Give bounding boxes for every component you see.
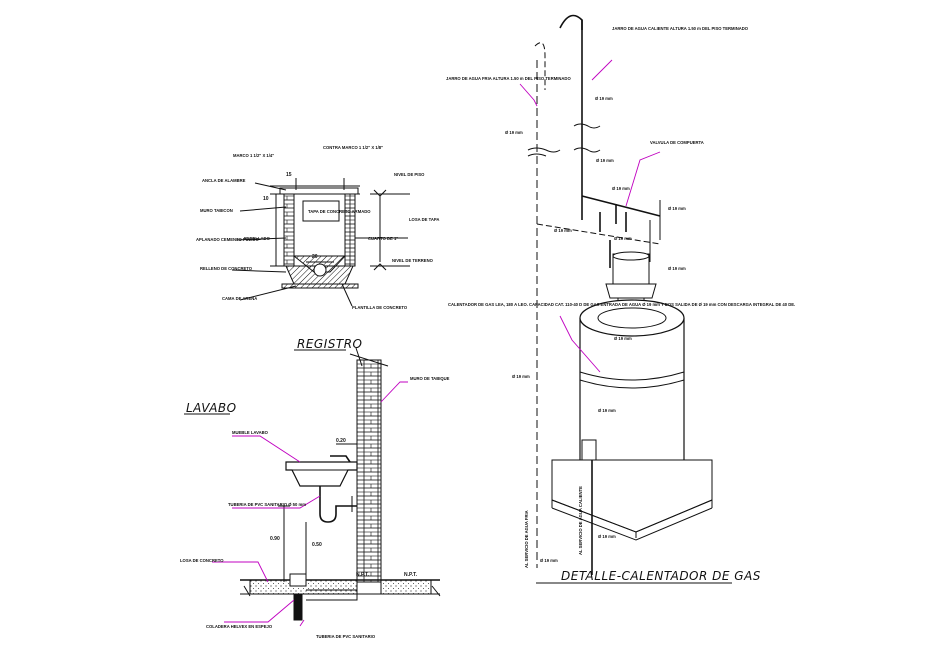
lavabo-dim-090: 0.90 [270, 536, 280, 542]
registro-pipe [313, 263, 327, 277]
d19-10: Ø 19 mm [512, 374, 530, 379]
registro-lid [279, 187, 359, 195]
lavabo-basin [285, 461, 358, 487]
registro-label-tapa: TAPA DE CONCRETO ARMADO [308, 209, 371, 214]
registro-label-aplanado: APLANADO CEMENTO PULIDO [196, 237, 259, 242]
d19-1: Ø 19 mm [595, 96, 613, 101]
registro-tapa-inner [302, 200, 340, 222]
d19-7: Ø 19 mm [614, 236, 632, 241]
d19-8: Ø 19 mm [668, 266, 686, 271]
d19-12: Ø 19 mm [598, 534, 616, 539]
title-registro: REGISTRO [297, 337, 363, 351]
d19-6: Ø 19 mm [554, 228, 572, 233]
registro-label-cama-arena: CAMA DE ARENA [222, 296, 257, 301]
calentador-detail: DETALLE-CALENTADOR DE GAS JARRO DE AGUA … [446, 14, 795, 584]
label-al-servicio-fria: AL SERVICIO DE AGUA FRIA [524, 510, 529, 568]
coladera [289, 573, 307, 587]
lavabo-label-mueble: MUEBLE LAVABO [232, 430, 269, 435]
d19-4: Ø 19 mm [612, 186, 630, 191]
d19-11: Ø 19 mm [598, 408, 616, 413]
registro-label-plantilla: PLANTILLA DE CONCRETO [352, 305, 408, 310]
registro-wall-left [283, 193, 295, 267]
calentador-base [551, 459, 713, 533]
registro-cavity [293, 193, 346, 257]
d19-3: Ø 19 mm [596, 158, 614, 163]
lavabo-detail: REGISTRO LAVABO 0.20 0.90 0.50 [180, 337, 450, 639]
npt-right: N.P.T. [404, 572, 418, 578]
calentador-label-jarro-caliente: JARRO DE AGUA CALIENTE ALTURA 1.50 m DEL… [612, 26, 749, 31]
calentador-label-calentador: CALENTADOR DE GAS LEA, 180 A LEO. CAPACI… [448, 302, 795, 307]
d19-5: Ø 19 mm [668, 206, 686, 211]
lavabo-label-tubo: TUBERIA DE PVC SANITARIO [316, 634, 376, 639]
registro-label-marco: MARCO 1 1/2" X 1/4" [233, 153, 274, 158]
lavabo-label-losa: LOSA DE CONCRETO [180, 558, 224, 563]
calentador-label-valvula: VALVULA DE COMPUERTA [650, 140, 704, 145]
npt-left: N.P.T. [356, 572, 370, 578]
d19-9: Ø 19 mm [614, 336, 632, 341]
lavabo-trap [319, 500, 357, 523]
lavabo-label-muro: MURO DE TABIQUE [410, 376, 450, 381]
registro-label-nivel-terreno: NIVEL DE TERRENO [392, 258, 434, 263]
registro-label-contra-marco: CONTRA MARCO 1 1/2" X 1/8" [323, 145, 383, 150]
registro-label-muro-tabicon: MURO TABICON [200, 208, 233, 213]
lavabo-label-coladera: COLADERA HELVEX EN ESPEJO [206, 624, 273, 629]
registro-label-losa-tapa: LOSA DE TAPA [409, 217, 439, 222]
lavabo-label-tuberia: TUBERIA DE PVC SANITARIO Ø 50 mm [228, 502, 306, 507]
d19-13: Ø 19 mm [540, 558, 558, 563]
registro-dim-20: 20 [312, 254, 318, 260]
registro-label-nivel-piso: NIVEL DE PISO [394, 172, 425, 177]
lavabo-faucet [330, 455, 351, 463]
title-detalle: DETALLE-CALENTADOR DE GAS [561, 569, 761, 583]
registro-detail: MARCO 1 1/2" X 1/4" CONTRA MARCO 1 1/2" … [196, 145, 439, 310]
registro-label-ancla: ANCLA DE ALAMBRE [202, 178, 246, 183]
tubo-pvc [293, 593, 303, 621]
registro-wall-right [344, 193, 356, 267]
registro-label-cuarto: CUARTO DE 1" [368, 236, 398, 241]
registro-dim-10: 10 [263, 196, 269, 202]
label-al-servicio-caliente: AL SERVICIO DE AGUA CALIENTE [578, 486, 583, 555]
registro-label-repellado: REPELLADO [244, 236, 271, 241]
d19-2: Ø 19 mm [505, 130, 523, 135]
registro-dim-15: 15 [286, 172, 292, 178]
lavabo-dim-020: 0.20 [336, 438, 346, 444]
muro-tabique [356, 359, 382, 583]
lavabo-dim-050: 0.50 [312, 542, 322, 548]
calentador-label-jarro-fria: JARRO DE AGUA FRIA ALTURA 1.50 m DEL PIS… [446, 76, 571, 81]
registro-label-relleno: RELLENO DE CONCRETO [200, 266, 253, 271]
title-lavabo: LAVABO [186, 401, 237, 415]
jarro-caliente-hook [559, 14, 583, 30]
